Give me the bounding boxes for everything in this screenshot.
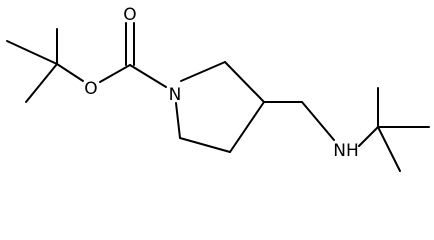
bond-tbu2-methyl-bottom [377, 126, 401, 172]
bond-oxygen-carbonyl [99, 64, 131, 83]
bond-carbonyl-nitrogen [129, 64, 167, 88]
bond-ring-n-c2 [180, 61, 226, 82]
bond-ring-c4-c5 [179, 137, 231, 153]
bond-ch2-nh [301, 101, 335, 141]
bond-ring-c3-c4 [229, 101, 265, 153]
bond-ring-c2-c3 [224, 61, 265, 103]
structure-diagram: O O N NH [6, 5, 430, 172]
bond-tbu-oxygen [56, 63, 84, 82]
bond-ring-c5-n [175, 102, 181, 139]
atom-label-amine-nh: NH [333, 141, 359, 161]
atom-label-carbonyl-oxygen: O [123, 5, 136, 25]
atom-label-ester-oxygen: O [84, 79, 97, 99]
bond-nh-tbu [358, 126, 379, 147]
bond-tbu-methyl-bottom [25, 63, 58, 103]
molecule-structure: O O N NH [6, 5, 430, 172]
bond-tbu-methyl-left [6, 40, 58, 65]
atom-label-ring-nitrogen: N [169, 85, 182, 105]
